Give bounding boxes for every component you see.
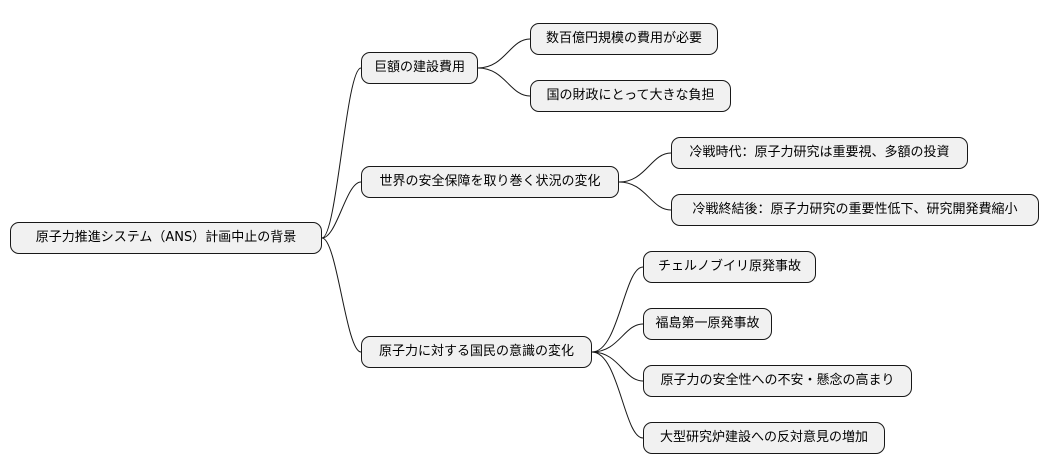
link-b2-c2 <box>591 351 644 382</box>
link-b2-c0 <box>591 266 644 353</box>
link-b0-c0 <box>477 38 531 69</box>
leaf-node-safety-concern: 原子力の安全性への不安・懸念の高まり <box>643 365 912 397</box>
branch-node-construction-cost: 巨額の建設費用 <box>361 52 478 84</box>
leaf-node-fiscal-burden: 国の財政にとって大きな負担 <box>530 80 731 112</box>
leaf-node-fukushima: 福島第一原発事故 <box>643 308 772 340</box>
link-b2-c1 <box>591 323 644 353</box>
root-node: 原子力推進システム（ANS）計画中止の背景 <box>10 222 322 254</box>
link-b1-c1 <box>618 181 672 211</box>
link-root-b0 <box>321 67 362 239</box>
branch-node-public-awareness: 原子力に対する国民の意識の変化 <box>361 336 592 368</box>
link-b0-c1 <box>477 67 531 97</box>
leaf-node-cost-scale: 数百億円規模の費用が必要 <box>530 23 718 55</box>
link-root-b2 <box>321 237 362 353</box>
leaf-node-opposition: 大型研究炉建設への反対意見の増加 <box>643 422 885 454</box>
leaf-node-chernobyl: チェルノブイリ原発事故 <box>643 251 816 283</box>
link-root-b1 <box>321 181 362 239</box>
leaf-node-post-cold-war: 冷戦終結後：原子力研究の重要性低下、研究開発費縮小 <box>671 194 1039 226</box>
branch-node-security-change: 世界の安全保障を取り巻く状況の変化 <box>361 166 619 198</box>
link-b1-c0 <box>618 152 672 183</box>
leaf-node-cold-war: 冷戦時代：原子力研究は重要視、多額の投資 <box>671 137 968 169</box>
link-b2-c3 <box>591 351 644 439</box>
